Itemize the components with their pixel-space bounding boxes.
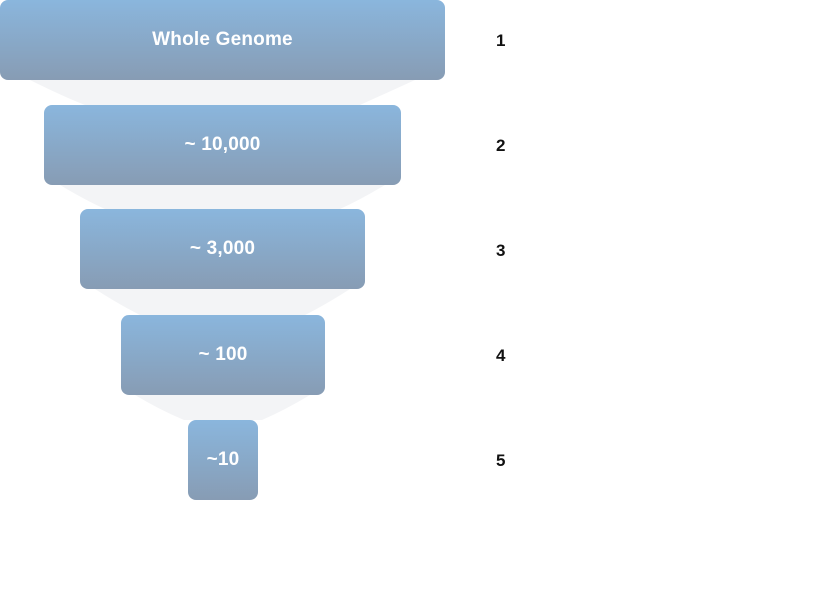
- stage-number-3: 3: [496, 241, 506, 260]
- funnel-stage-label: Whole Genome: [152, 29, 293, 50]
- funnel-stage-10000: ~ 10,000: [44, 105, 401, 185]
- funnel-stage-100: ~ 100: [121, 315, 325, 395]
- funnel-connector-3: [95, 289, 350, 315]
- funnel-connector-1: [30, 80, 415, 105]
- stage-number-5: 5: [496, 451, 506, 470]
- stage-number-4: 4: [496, 346, 506, 365]
- stage-number-1: 1: [496, 31, 506, 50]
- funnel-stage-label: ~ 3,000: [189, 238, 256, 259]
- funnel-connector-4: [135, 395, 310, 420]
- funnel-stage-label: ~ 10,000: [184, 134, 261, 155]
- funnel-stage-3000: ~ 3,000: [80, 209, 365, 289]
- stage-number-2: 2: [496, 136, 506, 155]
- funnel-connector-2: [60, 185, 385, 209]
- funnel-stage-10: ~10: [188, 420, 258, 500]
- funnel-stage-label: ~10: [206, 449, 240, 470]
- funnel-stage-whole-genome: Whole Genome: [0, 0, 445, 80]
- funnel-stage-label: ~ 100: [198, 344, 248, 365]
